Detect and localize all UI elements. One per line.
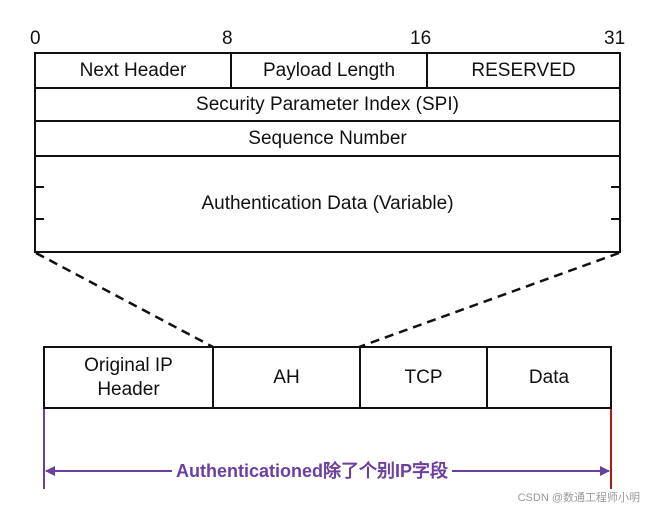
reserved-field: RESERVED — [426, 52, 621, 89]
auth-data-tick-left-1 — [36, 186, 44, 188]
sequence-number-field: Sequence Number — [34, 120, 621, 157]
csdn-watermark: CSDN @数通工程师小明 — [517, 492, 640, 504]
ah-field: AH — [212, 346, 361, 409]
auth-data-tick-right-1 — [611, 186, 619, 188]
bit-position-31: 31 — [604, 28, 626, 49]
data-field: Data — [486, 346, 612, 409]
authentication-data-field: Authentication Data (Variable) — [34, 155, 621, 253]
authenticated-range-label: Authenticationed除了个别IP字段 — [172, 460, 453, 482]
original-ip-header-field: Original IP Header — [43, 346, 214, 409]
spi-field: Security Parameter Index (SPI) — [34, 87, 621, 122]
dashed-connector-right — [358, 251, 620, 349]
bit-position-0: 0 — [30, 28, 41, 49]
next-header-field: Next Header — [34, 52, 232, 89]
auth-data-tick-left-2 — [36, 218, 44, 220]
dashed-connector-left — [35, 251, 214, 349]
auth-data-tick-right-2 — [611, 218, 619, 220]
tcp-field: TCP — [359, 346, 488, 409]
bit-position-8: 8 — [222, 28, 233, 49]
bit-position-16: 16 — [410, 28, 432, 49]
